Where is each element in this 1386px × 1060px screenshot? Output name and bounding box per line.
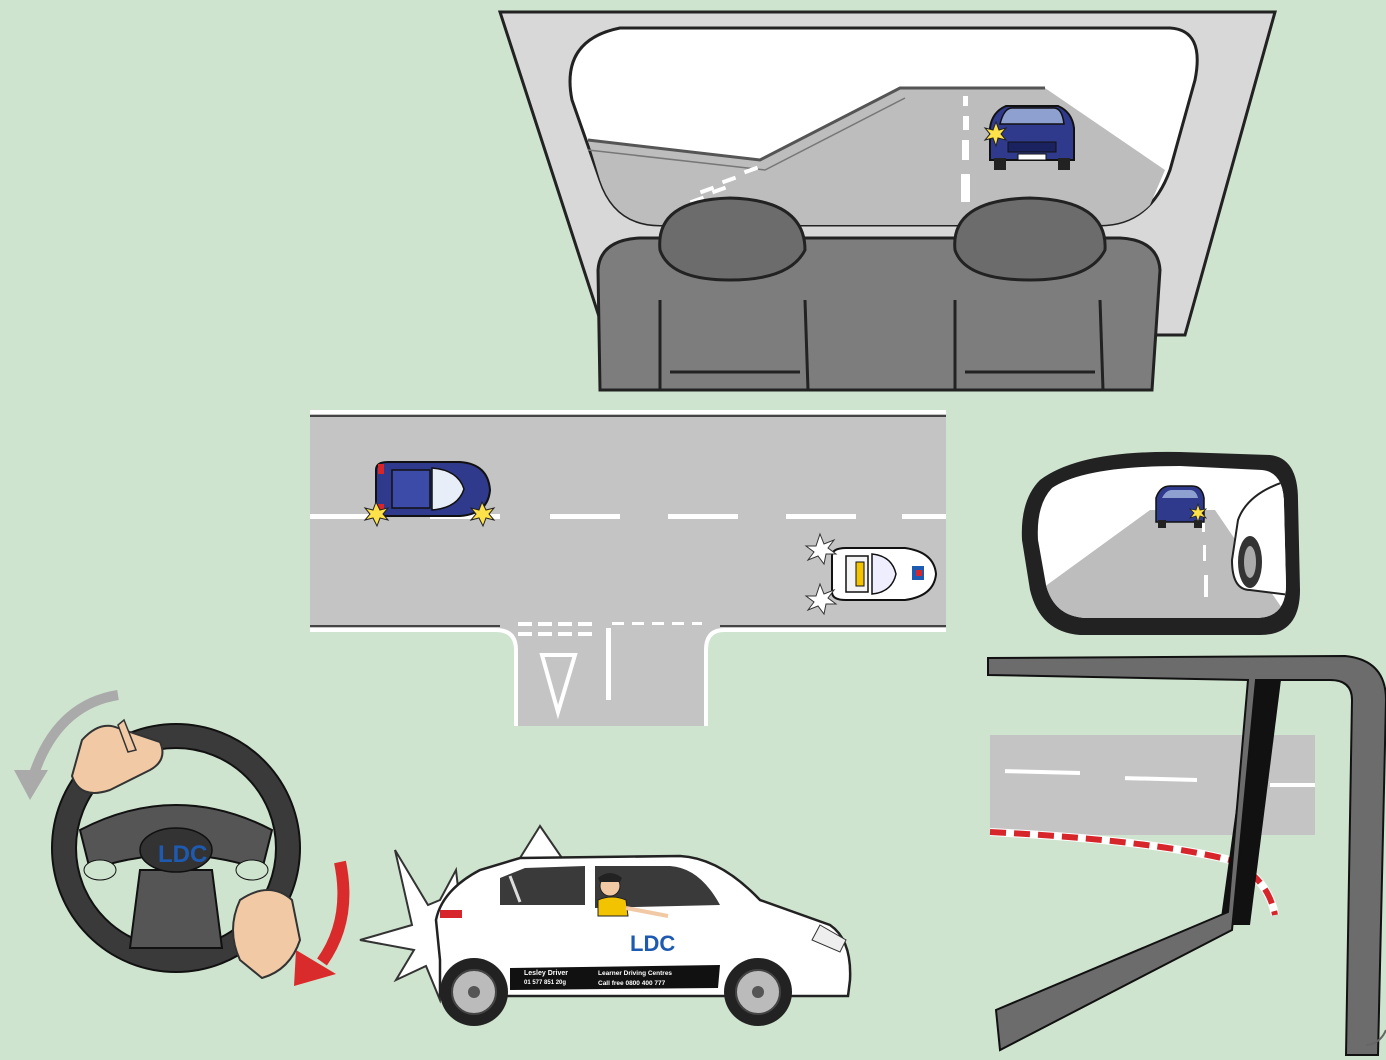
following-car-icon — [985, 106, 1074, 170]
wheel-logo: LDC — [158, 841, 207, 868]
car-driver-name: Lesley Driver — [524, 970, 568, 977]
road-junction-plan-icon — [310, 412, 946, 726]
car-door-logo: LDC — [625, 930, 677, 956]
side-mirror-icon — [1022, 452, 1300, 635]
car-driver-phone: 01 577 851 20g — [524, 980, 566, 986]
car-centre-line: Learner Driving Centres — [598, 970, 672, 977]
car-logo-text: LDC — [630, 931, 675, 956]
car-freephone: Call free 0800 400 777 — [598, 980, 666, 987]
blue-car-plan-icon — [365, 462, 494, 526]
rear-window-view-icon — [500, 12, 1275, 390]
wheel-logo-text: LDC — [158, 841, 207, 868]
blind-spot-pillar-icon — [988, 656, 1386, 1055]
mirror-car-icon — [1156, 486, 1206, 528]
learner-car-icon: LDC Lesley Driver 01 577 851 20g Learner… — [360, 826, 850, 1026]
steering-wheel-icon: LDC — [14, 695, 343, 986]
